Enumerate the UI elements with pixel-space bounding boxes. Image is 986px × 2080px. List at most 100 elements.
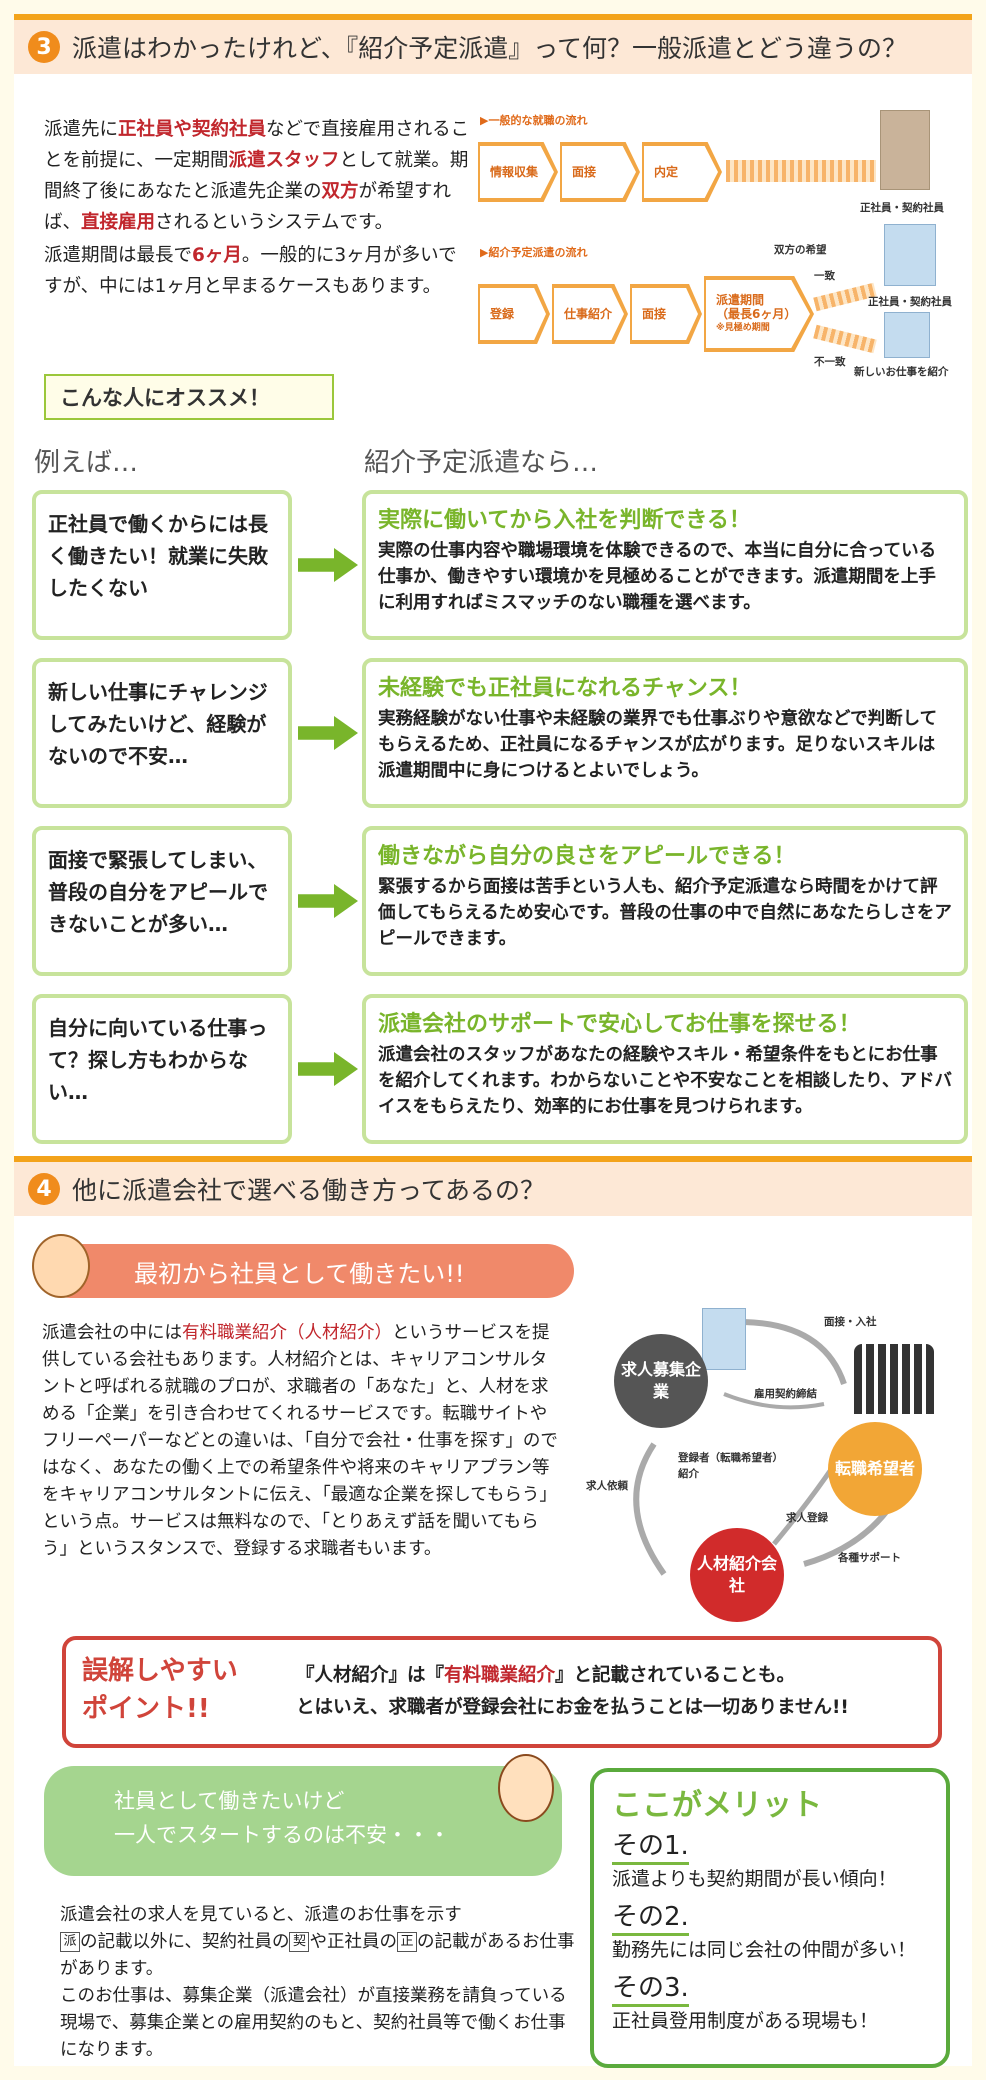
intro-step-3: 面接 [632,288,698,340]
arrow-right-icon [298,716,358,750]
merit-item-1: その1. 派遣よりも契約期間が長い傾向！ [612,1830,928,1893]
haken-mark-icon: 派 [60,1932,80,1952]
body-text: 』と記載されていることも。 [555,1665,795,1686]
paragraph-text: の記載があるお仕事があります。 [60,1932,575,1979]
seishain-mark-icon: 正 [396,1932,417,1952]
merit-item-3: その3. 正社員登用制度がある現場も！ [612,1972,928,2035]
intro-text: 。一般的に3ヶ月が多いですが、中には1ヶ月と早まるケースもあります。 [44,245,457,297]
merit-text: 勤務先には同じ会社の仲間が多い！ [612,1939,917,1961]
anxiety-pill: 社員として働きたいけど 一人でスタートするのは不安・・・ [44,1766,562,1876]
contract-paragraph: 派遣会社の求人を見ていると、派遣のお仕事を示す 派の記載以外に、契約社員の契や正… [60,1902,580,2064]
match-label: 一致 [814,270,835,282]
merit-heading: ここがメリット [612,1788,822,1823]
benefit-title: 実際に働いてから入社を判断できる！ [378,508,751,533]
section4-number-badge: 4 [28,1173,60,1205]
career-pill: 最初から社員として働きたい!! [44,1244,574,1298]
misunderstanding-box: 誤解しやすいポイント!! 『人材紹介』は『有料職業紹介』と記載されていることも。… [62,1636,942,1748]
body-highlight: 有料職業紹介 [444,1665,556,1686]
merit-text: 派遣よりも契約期間が長い傾向！ [612,1868,897,1890]
intro-paragraph-2: 派遣期間は最長で6ヶ月。一般的に3ヶ月が多いですが、中には1ヶ月と早まるケースも… [44,240,474,302]
page: 3 派遣はわかったけれど、『紹介予定派遣』って何？一般派遣とどう違うの？ 派遣先… [14,14,972,2068]
intro-text: されるというシステムです。 [155,212,394,233]
period-step-line: （最長6ヶ月） [716,307,797,321]
pill-line: 一人でスタートするのは不安・・・ [114,1823,450,1847]
merit-text: 正社員登用制度がある現場も！ [612,2010,879,2032]
paragraph-text: や正社員の [309,1932,397,1952]
benefit-box-4: 派遣会社のサポートで安心してお仕事を探せる！ 派遣会社のスタッフがあなたの経験や… [362,994,968,1144]
case-box-3: 面接で緊張してしまい、普段の自分をアピールできないことが多い… [32,826,292,976]
section4-header: 4 他に派遣会社で選べる働き方ってあるの？ [14,1156,972,1216]
intro-highlight: 双方 [321,181,359,202]
agency-diagram-arrows [633,1319,907,1576]
right-column-head: 紹介予定派遣なら… [364,448,599,478]
request-label: 求人依頼 [586,1480,628,1492]
agency-circle: 人材紹介会社 [690,1528,784,1622]
intro-text: 派遣先に [44,119,119,140]
mismatch-result-label: 新しいお仕事を紹介 [854,366,949,378]
intro-highlight: 6ヶ月 [192,245,242,266]
benefit-box-1: 実際に働いてから入社を判断できる！ 実際の仕事内容や職場環境を体験できるので、本… [362,490,968,640]
merit-number: その2. [612,1901,689,1936]
general-step-2: 面接 [562,146,636,198]
intro-text: として就業。期間終了後にあなたと派遣先企業の [44,150,469,202]
paragraph-text: の記載以外に、契約社員の [80,1932,290,1952]
general-flow-bar [726,160,876,182]
case-box-1: 正社員で働くからには長く働きたい！就業に失敗したくない [32,490,292,640]
interview-label: 面接・入社 [824,1316,877,1328]
seeker-circle: 転職希望者 [828,1422,922,1516]
company-circle: 求人募集企業 [614,1334,708,1428]
arrow-right-icon [298,1052,358,1086]
arrow-right-icon [298,548,358,582]
building-icon [880,110,930,190]
period-step: 派遣期間 （最長6ヶ月） ※見極め期間 [706,280,810,348]
merit-number: その3. [612,1972,689,2007]
benefit-title: 働きながら自分の良さをアピールできる！ [378,844,796,869]
paragraph-text: このお仕事は、募集企業（派遣会社）が直接業務を請負っている現場で、募集企業との雇… [60,1986,567,2060]
diagram-line: 登録者（転職希望者） [678,1452,783,1464]
misunderstanding-body: 『人材紹介』は『有料職業紹介』と記載されていることも。 とはいえ、求職者が登録会… [296,1660,849,1724]
section3-intro: 派遣先に正社員や契約社員などで直接雇用されることを前提に、一定期間派遣スタッフと… [44,114,474,304]
match-result-label: 正社員・契約社員 [868,296,952,308]
general-step-1: 情報収集 [480,146,554,198]
period-step-note: ※見極め期間 [716,323,770,333]
left-column-head: 例えば… [34,448,139,478]
benefit-body: 実際の仕事内容や職場環境を体験できるので、本当に自分に合っている仕事か、働きやす… [378,541,937,613]
recommend-label: こんな人にオススメ！ [44,374,334,420]
body-line-2: とはいえ、求職者が登録会社にお金を払うことは一切ありません!! [296,1697,849,1718]
merit-number: その1. [612,1830,689,1865]
misunderstanding-title: 誤解しやすいポイント!! [82,1652,238,1728]
intro-highlight: 直接雇用 [81,212,156,233]
intro-text: 派遣期間は最長で [44,245,193,266]
intro-highlight: 派遣スタッフ [228,150,340,171]
contract-label: 雇用契約締結 [754,1388,817,1400]
intro-highlight: 正社員や契約社員 [118,119,267,140]
support-label: 各種サポート [838,1552,901,1564]
section3-title: 派遣はわかったけれど、『紹介予定派遣』って何？一般派遣とどう違うの？ [72,34,908,63]
benefit-title: 派遣会社のサポートで安心してお仕事を探せる！ [378,1012,861,1037]
merit-box: ここがメリット その1. 派遣よりも契約期間が長い傾向！ その2. 勤務先には同… [590,1768,950,2068]
paragraph-text: というサービスを提供している会社もあります。人材紹介とは、キャリアコンサルタント… [42,1323,558,1559]
general-step-3: 内定 [644,146,718,198]
paragraph-highlight: 有料職業紹介（人材紹介） [182,1323,392,1343]
title-line: ポイント!! [82,1694,210,1724]
man-face-icon [32,1234,90,1298]
mismatch-arrow [813,324,877,354]
people-silhouette-icon [854,1344,934,1414]
agency-paragraph: 派遣会社の中には有料職業紹介（人材紹介）というサービスを提供している会社もありま… [42,1320,562,1563]
mutual-wish-label: 双方の希望 [774,244,827,256]
title-line: 誤解しやすい [82,1656,238,1686]
general-result-label: 正社員・契約社員 [860,202,944,214]
mismatch-label: 不一致 [814,356,846,368]
period-step-line: 派遣期間 [716,293,765,307]
intro-step-2: 仕事紹介 [554,288,624,340]
intro-text: などで直接雇用されることを前提に、一定期間 [44,119,470,171]
register-label: 求人登録 [786,1512,828,1524]
body-text: 『人材紹介』は『 [296,1665,445,1686]
benefit-box-3: 働きながら自分の良さをアピールできる！ 緊張するから面接は苦手という人も、紹介予… [362,826,968,976]
benefit-title: 未経験でも正社員になれるチャンス！ [378,676,752,701]
general-flow-label: ▶一般的な就職の流れ [480,114,588,127]
benefit-box-2: 未経験でも正社員になれるチャンス！ 実務経験がない仕事や未経験の業界でも仕事ぶり… [362,658,968,808]
intro-paragraph-1: 派遣先に正社員や契約社員などで直接雇用されることを前提に、一定期間派遣スタッフと… [44,114,474,238]
benefit-body: 実務経験がない仕事や未経験の業界でも仕事ぶりや意欲などで判断してもらえるため、正… [378,709,938,781]
register-intro-label: 登録者（転職希望者）紹介 [678,1450,783,1482]
